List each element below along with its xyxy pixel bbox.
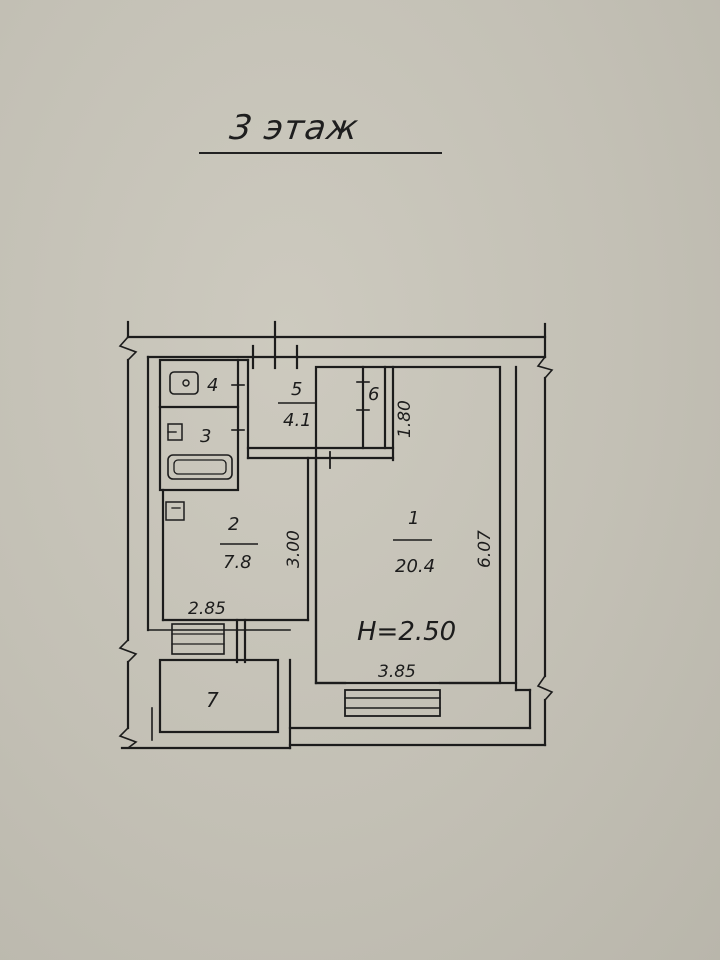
wall-right (514, 365, 554, 747)
room-4-number: 4 (207, 375, 218, 396)
hall-room-5 (246, 365, 395, 469)
wall-top (118, 320, 554, 380)
room-1-number: 1 (408, 508, 419, 529)
ceiling-height: H=2.50 (357, 617, 456, 647)
bathroom-block (158, 358, 250, 492)
room-2-area: 7.8 (223, 552, 252, 573)
room-3-number: 3 (200, 426, 211, 447)
wall-left (118, 355, 292, 750)
dimension-hall-length: 1.80 (395, 400, 415, 438)
entrance-room-7 (147, 618, 291, 741)
room-1-area: 20.4 (395, 556, 435, 577)
room-5-area: 4.1 (283, 410, 312, 431)
dimension-room1-width: 3.85 (378, 662, 416, 682)
room-7-number: 7 (206, 688, 219, 712)
room-6-number: 6 (368, 384, 379, 405)
dimension-room1-length: 6.07 (475, 530, 495, 568)
top-riser (251, 320, 299, 370)
floor-title-underline (199, 152, 442, 154)
room-5-number: 5 (291, 379, 302, 400)
dimension-room2-width: 2.85 (188, 599, 226, 619)
wall-bottom (288, 658, 547, 750)
room-2 (161, 456, 318, 685)
room-2-number: 2 (228, 514, 239, 535)
dimension-room2-length: 3.00 (284, 530, 304, 568)
